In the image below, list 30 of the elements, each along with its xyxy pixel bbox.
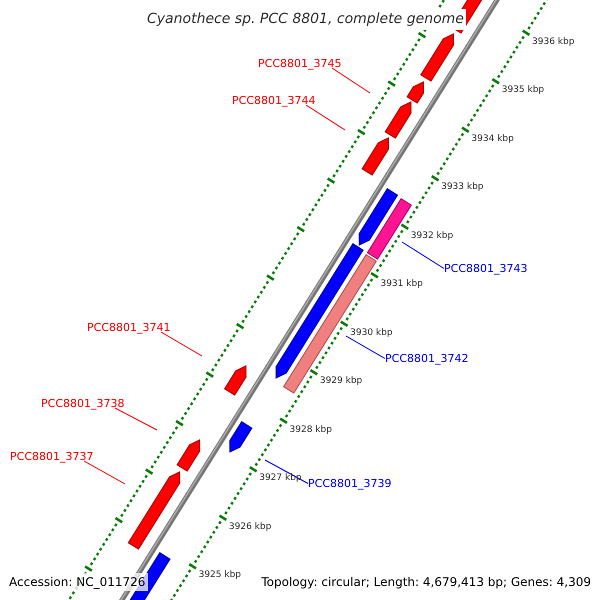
scale-label: 3936 kbp xyxy=(532,36,574,47)
accession-text: Accession: NC_011726 xyxy=(6,573,148,591)
scale-label: 3925 kbp xyxy=(198,570,242,580)
scale-label: 3935 kbp xyxy=(502,85,544,96)
gene-label: PCC8801_3738 xyxy=(41,397,124,410)
gene-label: PCC8801_3737 xyxy=(10,450,94,463)
gene-label: PCC8801_3739 xyxy=(308,477,392,490)
leader-line xyxy=(332,68,370,94)
leader-line xyxy=(264,460,308,484)
gene-label: PCC8801_3741 xyxy=(87,321,170,334)
gene-label: PCC8801_3744 xyxy=(232,94,316,107)
scale-label: 3926 kbp xyxy=(228,522,272,532)
scale-label: 3927 kbp xyxy=(259,473,302,484)
scale-label: 3934 kbp xyxy=(471,134,514,144)
gene-label: PCC8801_3743 xyxy=(444,262,528,275)
leader-line xyxy=(160,332,202,356)
title: Cyanothece sp. PCC 8801, complete genome xyxy=(147,9,466,30)
scale-label: 3930 kbp xyxy=(350,328,393,338)
leader-line xyxy=(402,242,444,269)
scale-label: 3931 kbp xyxy=(380,279,423,290)
leader-line xyxy=(114,408,158,430)
scale-label: 3932 kbp xyxy=(410,230,454,241)
leader-line xyxy=(306,104,346,130)
gene-label: PCC8801_3745 xyxy=(258,57,342,70)
scale-label: 3928 kbp xyxy=(290,424,332,435)
gene-label: PCC8801_3742 xyxy=(385,352,468,365)
leader-line xyxy=(346,336,386,359)
scale-label: 3929 kbp xyxy=(320,376,362,386)
leader-line xyxy=(84,460,126,484)
scale-label: 3933 kbp xyxy=(441,182,484,192)
